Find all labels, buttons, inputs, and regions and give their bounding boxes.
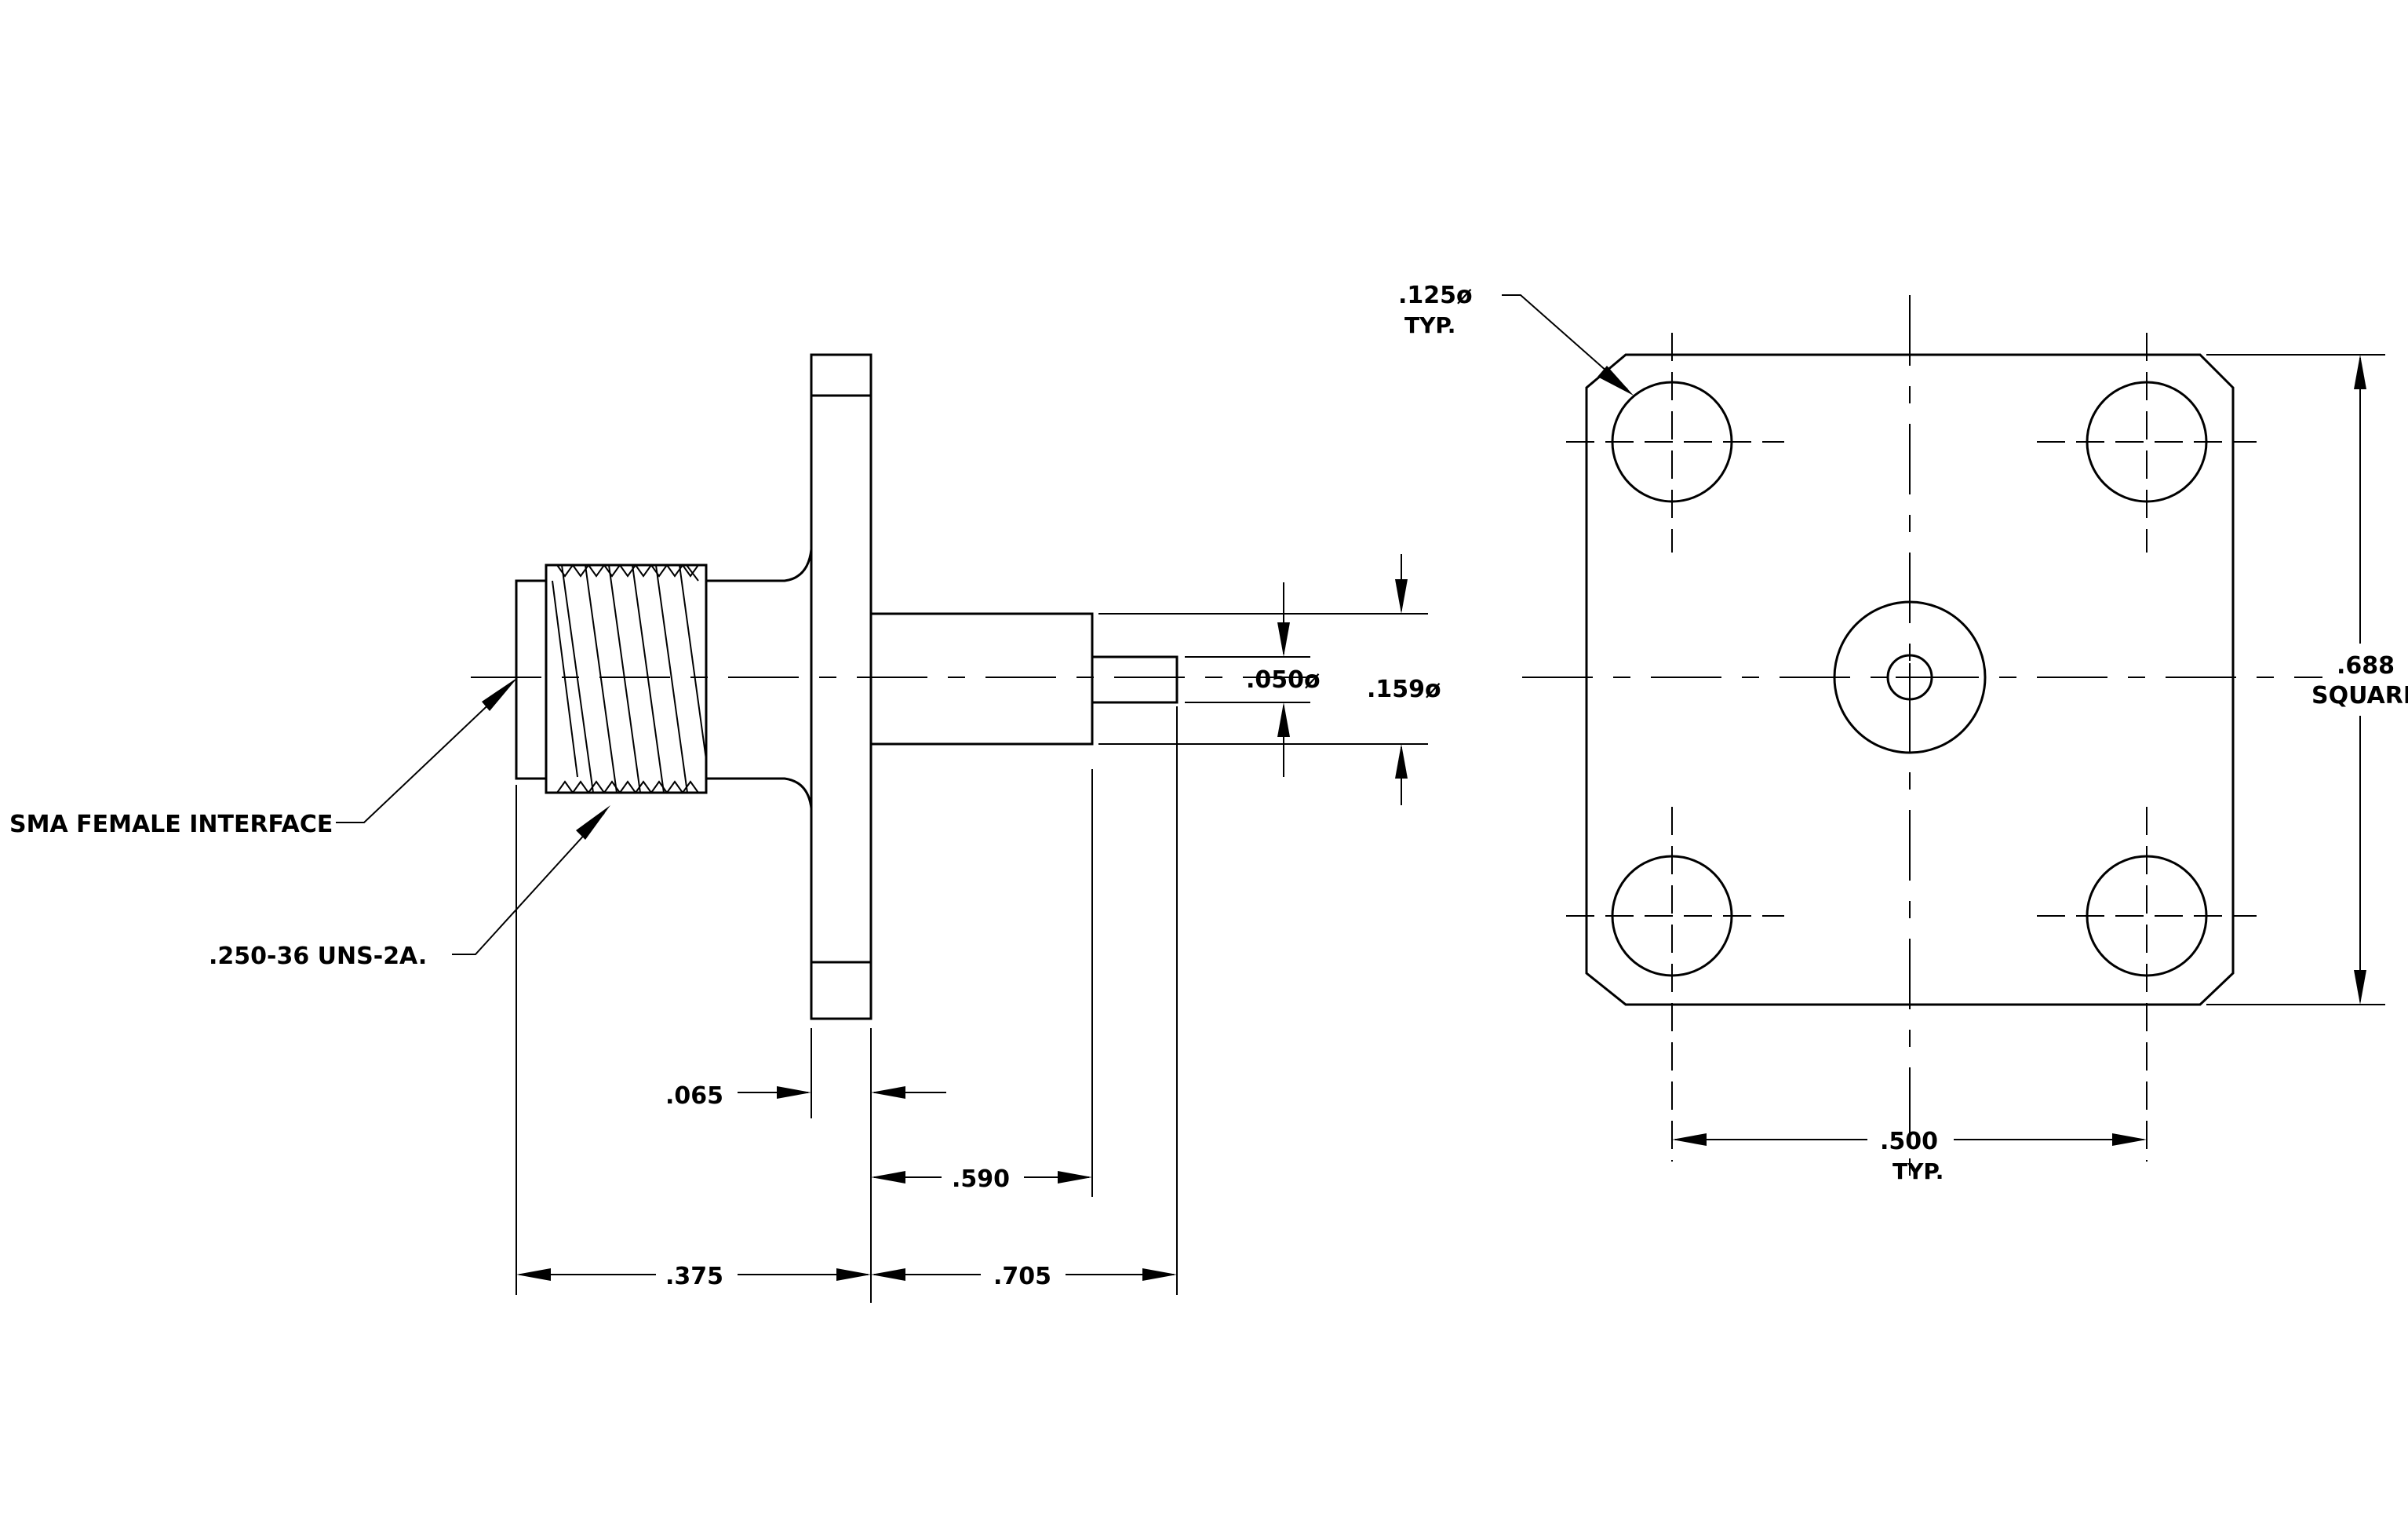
dim-shank-diameter: .159ø <box>1367 676 1441 703</box>
flange <box>810 353 872 1020</box>
mounting-hole-bottom-right <box>2037 807 2257 1162</box>
center-insulator <box>1833 600 1987 754</box>
dim-flange-size: .688 <box>2337 652 2395 680</box>
dim-shank-length: .590 <box>952 1165 1010 1193</box>
callout-hole-typ: TYP. <box>1404 312 1455 338</box>
thread-body <box>545 564 708 794</box>
dim-pin-diameter: .050ø <box>1246 666 1321 694</box>
extension-lines <box>515 613 1428 1303</box>
callout-interface: SMA FEMALE INTERFACE <box>9 811 333 838</box>
dim-hole-spacing: .500 <box>1880 1128 1938 1155</box>
thread-crests-bottom <box>556 780 699 794</box>
dim-rear-length: .705 <box>993 1263 1051 1290</box>
front-view <box>1522 295 2322 1193</box>
dim-flange-thickness: .065 <box>665 1082 723 1110</box>
thread-lines <box>552 564 707 793</box>
rear-shank <box>869 612 1094 746</box>
front-view-dimensions: .125ø TYP. .688 SQUARE .500 TYP. <box>1398 282 2408 1184</box>
body-neck <box>706 549 813 809</box>
callout-hole-diameter: .125ø <box>1398 282 1473 309</box>
interface-front-ring <box>515 579 548 780</box>
center-pin <box>1091 655 1178 704</box>
mounting-hole-bottom-left <box>1566 807 1784 1162</box>
dim-front-length: .375 <box>665 1263 723 1290</box>
flange-square <box>1585 353 2235 1006</box>
thread-crests-top <box>556 564 699 578</box>
mounting-hole-top-left <box>1566 333 1784 553</box>
mounting-hole-top-right <box>2037 333 2257 553</box>
side-view <box>471 353 1334 1020</box>
left-callouts: SMA FEMALE INTERFACE .250-36 UNS-2A. <box>9 677 610 970</box>
side-view-dimensions: .065 .590 .375 .705 .050ø .159ø <box>515 554 1441 1303</box>
dim-hole-spacing-note: TYP. <box>1893 1158 1944 1184</box>
callout-thread: .250-36 UNS-2A. <box>209 943 427 970</box>
center-contact <box>1886 654 1933 701</box>
dim-flange-size-note: SQUARE <box>2311 682 2408 709</box>
